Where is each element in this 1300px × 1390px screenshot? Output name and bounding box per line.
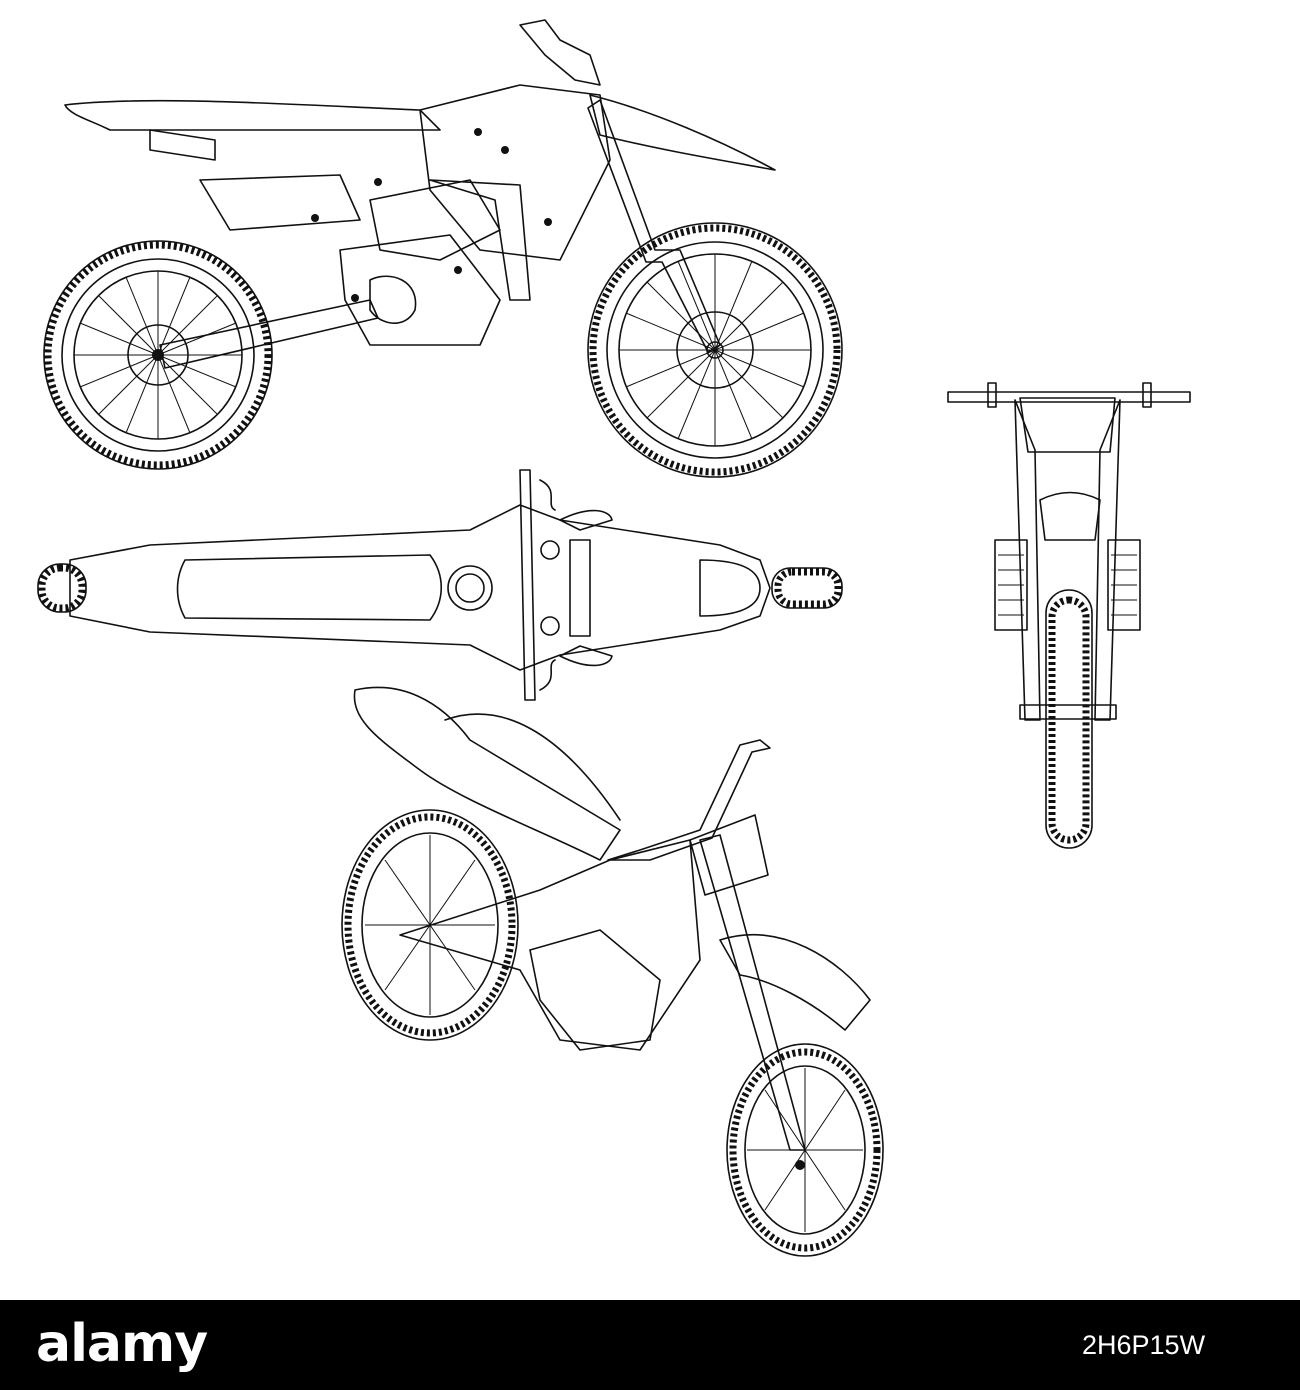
motocross-bike-drawing xyxy=(37,19,1191,1257)
side-view xyxy=(43,19,843,478)
side-front-wheel xyxy=(587,222,843,478)
side-bolts xyxy=(311,128,552,302)
front-view xyxy=(947,382,1191,849)
image-id-label: 2H6P15W xyxy=(1082,1330,1206,1360)
stock-footer-bar: alamy 2H6P15W xyxy=(0,1300,1300,1390)
top-view xyxy=(37,469,843,701)
alamy-logo[interactable]: alamy xyxy=(36,1314,208,1374)
illustration-canvas xyxy=(37,19,1191,1257)
perspective-view xyxy=(341,686,884,1257)
side-rear-wheel xyxy=(43,240,273,470)
